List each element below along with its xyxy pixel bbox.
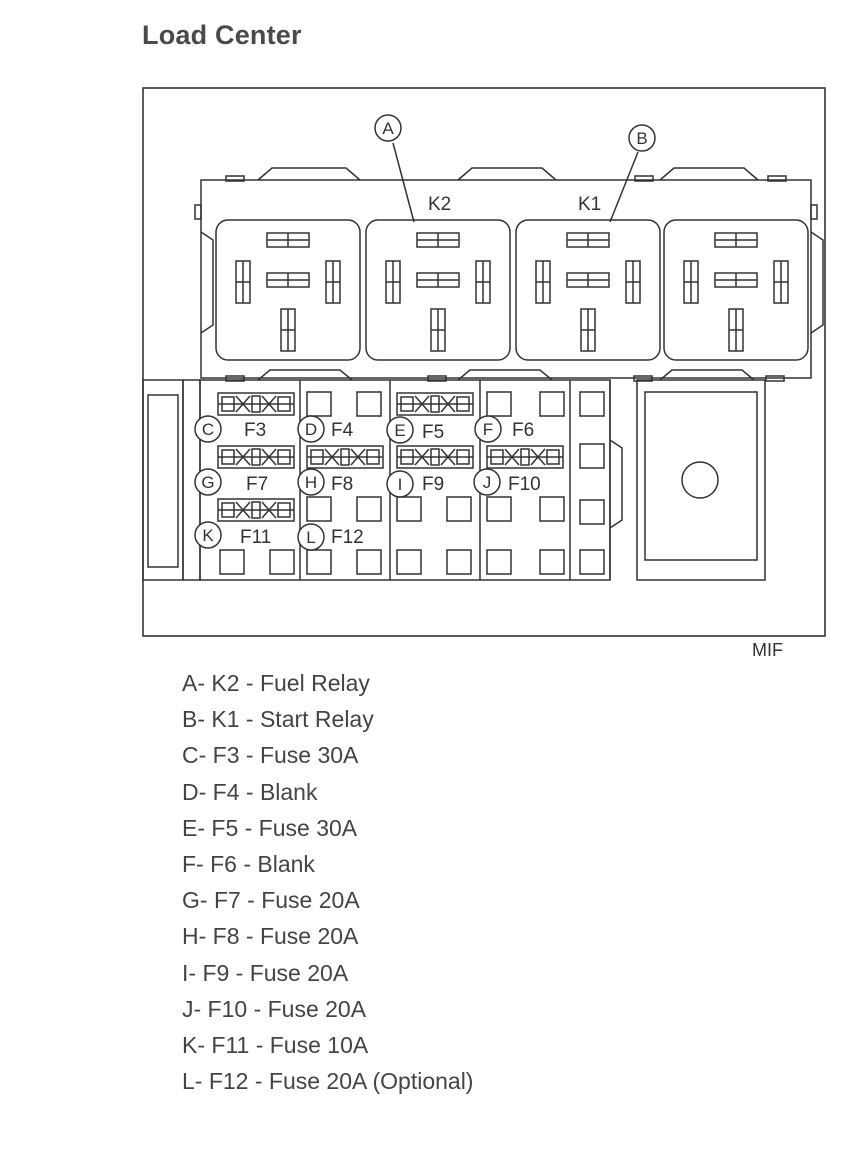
fuse xyxy=(306,445,384,469)
svg-text:C: C xyxy=(202,420,214,439)
legend-item: H- F8 - Fuse 20A xyxy=(182,923,359,950)
component-label: F10 xyxy=(508,474,541,495)
callout-h: H xyxy=(297,468,325,496)
empty-socket xyxy=(306,496,332,522)
callout-l: L xyxy=(297,523,325,551)
component-label: F6 xyxy=(512,420,534,441)
empty-socket xyxy=(486,496,512,522)
callout-j: J xyxy=(473,468,501,496)
legend-item: F- F6 - Blank xyxy=(182,850,315,877)
component-label: F12 xyxy=(331,527,364,548)
empty-socket xyxy=(356,391,382,417)
component-label: F3 xyxy=(244,420,266,441)
component-label: F9 xyxy=(422,474,444,495)
fuse-block xyxy=(142,369,785,581)
svg-text:K: K xyxy=(202,526,214,545)
callout-markers: A B C D E F G H I J K L xyxy=(194,114,656,551)
svg-text:F: F xyxy=(483,420,493,439)
relay-4 xyxy=(663,219,809,361)
component-label: K2 xyxy=(428,194,451,215)
empty-socket xyxy=(269,549,295,575)
empty-socket xyxy=(356,549,382,575)
empty-socket xyxy=(579,549,605,575)
legend-item: I- F9 - Fuse 20A xyxy=(182,959,349,986)
callout-b: B xyxy=(628,124,656,152)
leader-line xyxy=(609,151,639,223)
empty-fuse-sockets xyxy=(219,391,605,575)
empty-socket xyxy=(356,496,382,522)
callout-i: I xyxy=(386,470,414,498)
empty-socket xyxy=(539,549,565,575)
legend-item: G- F7 - Fuse 20A xyxy=(182,887,360,914)
page-title: Load Center xyxy=(142,20,302,50)
relay-housing xyxy=(194,167,824,379)
fuse xyxy=(396,445,474,469)
legend-item: C- F3 - Fuse 30A xyxy=(182,742,359,769)
relay-2 xyxy=(365,219,511,361)
legend-item: E- F5 - Fuse 30A xyxy=(182,814,358,841)
empty-socket xyxy=(306,549,332,575)
callout-a: A xyxy=(374,114,402,142)
empty-socket xyxy=(396,549,422,575)
component-label: F7 xyxy=(246,474,268,495)
svg-text:J: J xyxy=(483,473,492,492)
fuse xyxy=(396,392,474,416)
svg-text:B: B xyxy=(636,129,647,148)
component-label: F11 xyxy=(240,527,271,548)
legend-item: J- F10 - Fuse 20A xyxy=(182,995,367,1022)
callout-g: G xyxy=(194,468,222,496)
callout-d: D xyxy=(297,415,325,443)
legend-item: L- F12 - Fuse 20A (Optional) xyxy=(182,1068,474,1095)
fuse-row xyxy=(217,392,564,522)
relay-row xyxy=(215,219,809,361)
legend-list: A- K2 - Fuel Relay B- K1 - Start Relay C… xyxy=(182,668,473,1102)
svg-text:H: H xyxy=(305,473,317,492)
svg-text:D: D xyxy=(305,420,317,439)
relay-1 xyxy=(215,219,361,361)
svg-text:L: L xyxy=(306,528,315,547)
component-label: F5 xyxy=(422,422,444,443)
empty-socket xyxy=(396,496,422,522)
svg-text:I: I xyxy=(398,475,403,494)
empty-socket xyxy=(539,496,565,522)
legend-item: A- K2 - Fuel Relay xyxy=(182,670,370,696)
legend-item: D- F4 - Blank xyxy=(182,778,318,805)
fuse xyxy=(217,498,295,522)
diagram-frame xyxy=(142,87,826,637)
empty-socket xyxy=(446,549,472,575)
component-label: K1 xyxy=(578,194,601,215)
relay-3 xyxy=(515,219,661,361)
empty-socket xyxy=(579,499,605,525)
empty-socket xyxy=(219,549,245,575)
component-label: F8 xyxy=(331,474,353,495)
empty-socket xyxy=(486,391,512,417)
empty-socket xyxy=(306,391,332,417)
empty-socket xyxy=(579,443,605,469)
svg-text:A: A xyxy=(382,119,394,138)
leader-line xyxy=(392,142,415,223)
fuse xyxy=(217,392,295,416)
empty-socket xyxy=(579,391,605,417)
source-mark: MIF xyxy=(752,640,783,660)
legend-item: K- F11 - Fuse 10A xyxy=(182,1031,369,1058)
empty-socket xyxy=(446,496,472,522)
empty-socket xyxy=(539,391,565,417)
fuse xyxy=(217,445,295,469)
fuse xyxy=(486,445,564,469)
svg-text:G: G xyxy=(201,473,214,492)
legend-item: B- K1 - Start Relay xyxy=(182,706,374,733)
callout-f: F xyxy=(474,415,502,443)
svg-text:E: E xyxy=(394,421,405,440)
callout-k: K xyxy=(194,521,222,549)
empty-socket xyxy=(486,549,512,575)
component-label: F4 xyxy=(331,420,354,441)
callout-c: C xyxy=(194,415,222,443)
callout-e: E xyxy=(386,416,414,444)
